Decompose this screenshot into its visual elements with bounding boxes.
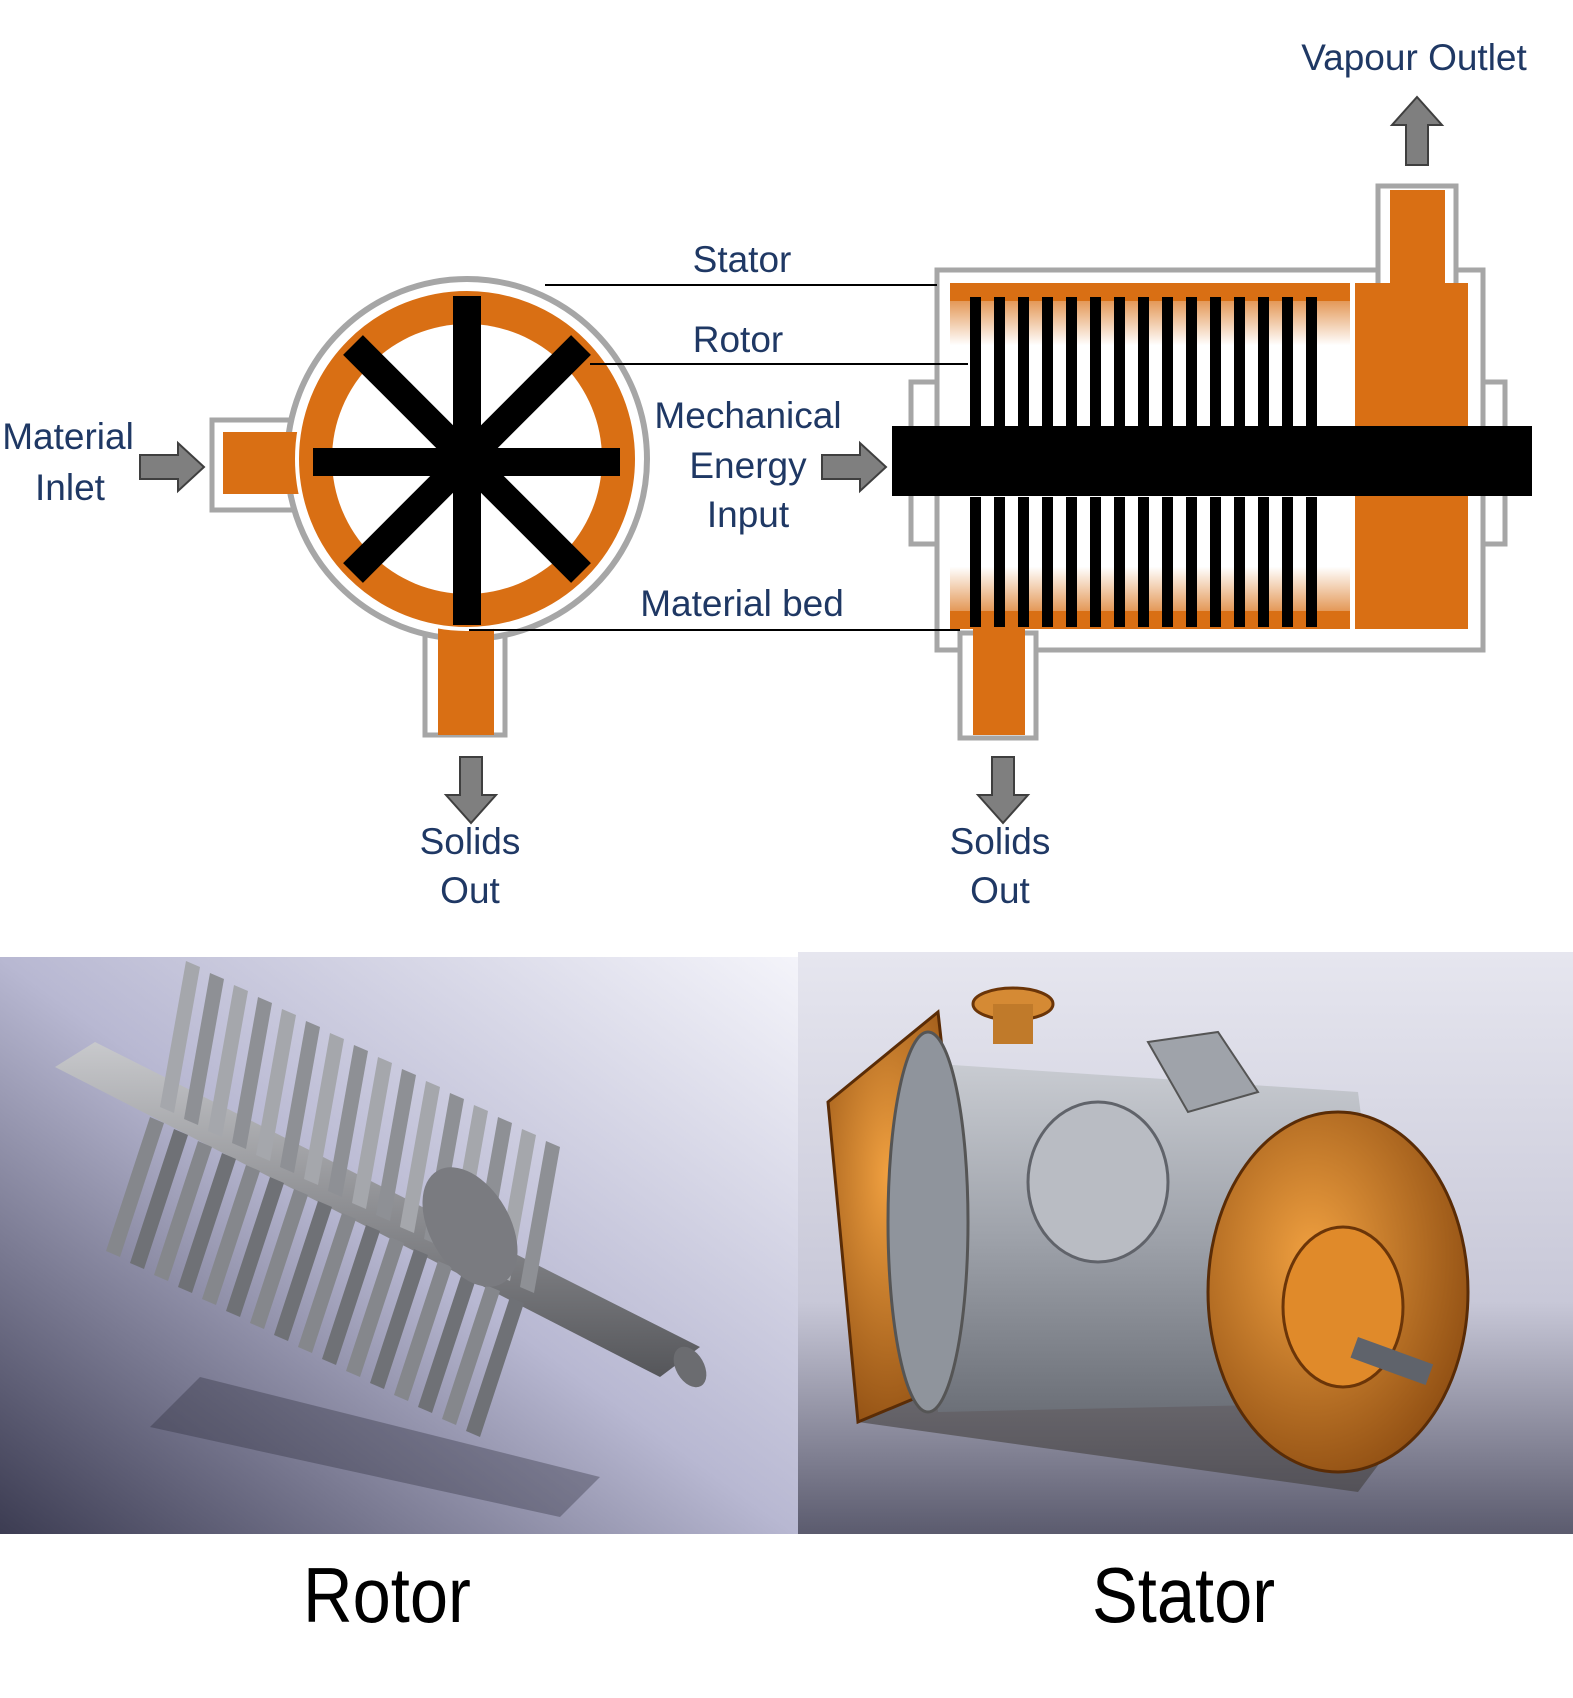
label-material: Material: [2, 416, 134, 457]
paddle-bar: [994, 297, 1005, 427]
paddle-bar: [1234, 497, 1245, 627]
paddle-bar: [1186, 497, 1197, 627]
rotor-fin: [466, 1297, 524, 1437]
rotor-fin: [154, 1141, 212, 1281]
label-out-right: Out: [970, 870, 1030, 911]
process-diagram: Vapour Outlet Stator Rotor Mechanical En…: [2, 37, 1532, 911]
rotor-fin: [298, 1213, 356, 1353]
label-input: Input: [707, 494, 790, 535]
paddle-bar: [1282, 497, 1293, 627]
label-vapour-outlet: Vapour Outlet: [1301, 37, 1527, 78]
paddle-bar: [1114, 297, 1125, 427]
label-inlet: Inlet: [35, 467, 106, 508]
label-material-bed: Material bed: [640, 583, 844, 624]
paddle-bar: [1066, 497, 1077, 627]
caption-rotor: Rotor: [303, 1551, 471, 1639]
rotor-fin: [184, 973, 224, 1125]
rotor-cross-section: [209, 276, 650, 738]
paddle-bar: [1042, 497, 1053, 627]
paddle-bar: [1090, 497, 1101, 627]
paddle-bar: [1138, 297, 1149, 427]
rotor-fin: [322, 1225, 380, 1365]
solids-out-right-arrow-icon: [975, 756, 1031, 825]
inlet-arrow-icon: [139, 440, 206, 494]
rotor-fin: [250, 1189, 308, 1329]
rotor-fin: [328, 1045, 368, 1197]
paddle-bar: [1066, 297, 1077, 427]
rotor-fin: [520, 1141, 560, 1293]
label-mechanical: Mechanical: [654, 395, 841, 436]
paddle-bar: [1162, 297, 1173, 427]
rotor-fin: [208, 985, 248, 1137]
rotor-fin: [106, 1117, 164, 1257]
paddle-bar: [994, 497, 1005, 627]
rotor-fin: [256, 1009, 296, 1161]
paddle-bar: [1282, 297, 1293, 427]
rotor-fin: [178, 1153, 236, 1293]
rotor-fin: [352, 1057, 392, 1209]
rotor-fin: [130, 1129, 188, 1269]
rotor-fin: [400, 1081, 440, 1233]
leader-lines: [469, 284, 968, 631]
side-rotor-paddles: [970, 297, 1317, 627]
stator-side-section: [892, 183, 1532, 741]
label-out-left: Out: [440, 870, 500, 911]
paddle-bar: [1162, 497, 1173, 627]
paddle-bar: [1258, 297, 1269, 427]
rotor-fin: [442, 1285, 500, 1425]
paddle-bar: [1234, 297, 1245, 427]
label-energy: Energy: [689, 445, 807, 486]
energy-input-arrow-icon: [821, 440, 888, 494]
rotor-fin: [394, 1261, 452, 1401]
label-solids-left: Solids: [420, 821, 521, 862]
rotor-fin: [202, 1165, 260, 1305]
rotor-fin: [418, 1273, 476, 1413]
rotor-fin: [346, 1237, 404, 1377]
paddle-bar: [970, 297, 981, 427]
vapour-outlet-arrow-icon: [1389, 95, 1445, 166]
paddle-bar: [1018, 497, 1029, 627]
paddle-bar: [1306, 497, 1317, 627]
paddle-bar: [1258, 497, 1269, 627]
stator-photo: [798, 952, 1573, 1534]
paddle-bar: [970, 497, 981, 627]
paddle-bar: [1090, 297, 1101, 427]
rotor-paddles: [313, 296, 620, 625]
label-stator: Stator: [693, 239, 792, 280]
paddle-bar: [1210, 297, 1221, 427]
paddle-bar: [1210, 497, 1221, 627]
label-solids-right: Solids: [950, 821, 1051, 862]
paddle-bar: [1138, 497, 1149, 627]
paddle-bar: [1306, 297, 1317, 427]
paddle-bar: [1114, 497, 1125, 627]
caption-stator: Stator: [1092, 1551, 1276, 1639]
rotor-fin: [160, 961, 200, 1113]
rotor-fin: [226, 1177, 284, 1317]
rotor-fin: [304, 1033, 344, 1185]
rotor-fin: [280, 1021, 320, 1173]
paddle-bar: [1186, 297, 1197, 427]
paddle-bar: [1018, 297, 1029, 427]
rotor-fin: [232, 997, 272, 1149]
rotor-fin: [376, 1069, 416, 1221]
rotor-fin: [274, 1201, 332, 1341]
rotor-photo: [0, 957, 798, 1534]
rotor-shaft: [892, 426, 1532, 496]
rotor-fin: [370, 1249, 428, 1389]
label-rotor: Rotor: [693, 319, 783, 360]
paddle-bar: [1042, 297, 1053, 427]
solids-out-left-arrow-icon: [443, 756, 499, 825]
